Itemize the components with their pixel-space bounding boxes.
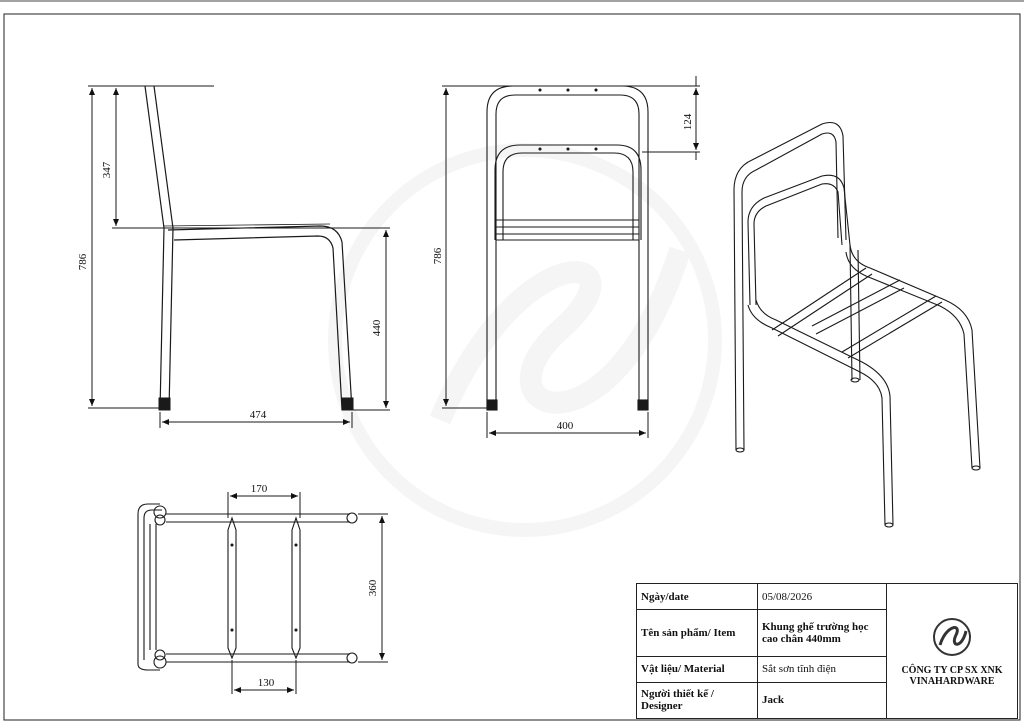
watermark-logo (328, 143, 722, 537)
sheet-border (3, 13, 1021, 721)
item-value: Khung ghế trường học cao chân 440mm (757, 609, 887, 657)
dim-side-total-height: 786 (77, 253, 89, 270)
side-view (88, 85, 390, 428)
material-label: Vật liệu/ Material (636, 655, 758, 683)
company-name: CÔNG TY CP SX XNK VINAHARDWARE (901, 665, 1003, 687)
date-label: Ngày/date (636, 582, 758, 611)
designer-label: Người thiết kế / Designer (636, 681, 758, 720)
dim-top-width: 360 (367, 579, 379, 596)
front-view (442, 76, 700, 438)
company-cell: CÔNG TY CP SX XNK VINAHARDWARE (886, 583, 1018, 719)
dim-front-top-offset: 124 (682, 113, 694, 130)
dim-front-total-height: 786 (432, 247, 444, 264)
dim-side-seat-height: 440 (371, 319, 383, 336)
designer-value: Jack (757, 681, 887, 720)
dim-top-rail-spacing: 170 (251, 483, 268, 495)
material-value: Sắt sơn tĩnh điện (757, 655, 887, 683)
date-value: 05/08/2026 (757, 582, 887, 611)
dim-side-back-height: 347 (101, 161, 113, 178)
title-block: Ngày/date 05/08/2026 CÔNG TY CP SX XNK V… (636, 582, 1018, 720)
dim-side-depth: 474 (250, 409, 267, 421)
company-logo-icon (933, 618, 971, 656)
item-label: Tên sản phẩm/ Item (636, 609, 758, 657)
dim-top-bottom-spacing: 130 (258, 677, 275, 689)
top-view (137, 492, 388, 694)
isometric-view (733, 121, 981, 528)
dim-front-width: 400 (557, 420, 574, 432)
